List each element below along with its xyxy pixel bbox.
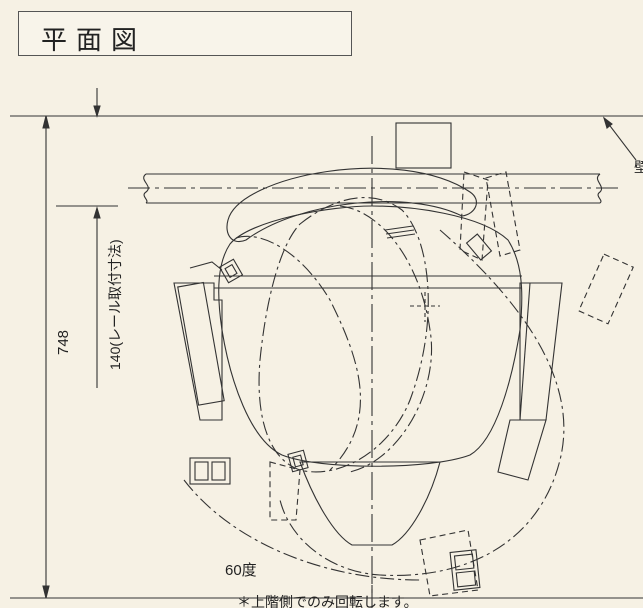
- mount-post: [395, 122, 452, 169]
- rotated-armrest: [269, 171, 634, 597]
- rail: [128, 173, 620, 204]
- handle-right-rotated: [465, 233, 493, 261]
- rotated-seat-outline: [183, 196, 565, 581]
- right-armrest: [497, 282, 563, 481]
- title-box: 平面図: [18, 11, 352, 56]
- rotation-note: ＊上階側でのみ回転します。: [237, 594, 418, 608]
- edge-fragment-label: 壁: [634, 159, 643, 175]
- left-armrest: [173, 261, 231, 485]
- dimension-748-label: 748: [55, 330, 72, 355]
- footrest: [299, 461, 441, 546]
- rotation-angle-label: 60度: [225, 562, 257, 579]
- backrest: [226, 167, 477, 242]
- rotated-footrest-box: [449, 549, 481, 591]
- seat-body: [214, 205, 523, 546]
- drawing-title: 平面図: [41, 26, 147, 56]
- center-cross: [410, 292, 440, 322]
- dimension-140: [56, 88, 118, 388]
- hatch-mark: [384, 225, 416, 239]
- dimension-140-label: 140(レール取付寸法): [107, 239, 123, 370]
- dimension-748: [42, 115, 50, 599]
- handle-left: [218, 258, 244, 284]
- handle-bottom: [287, 449, 309, 473]
